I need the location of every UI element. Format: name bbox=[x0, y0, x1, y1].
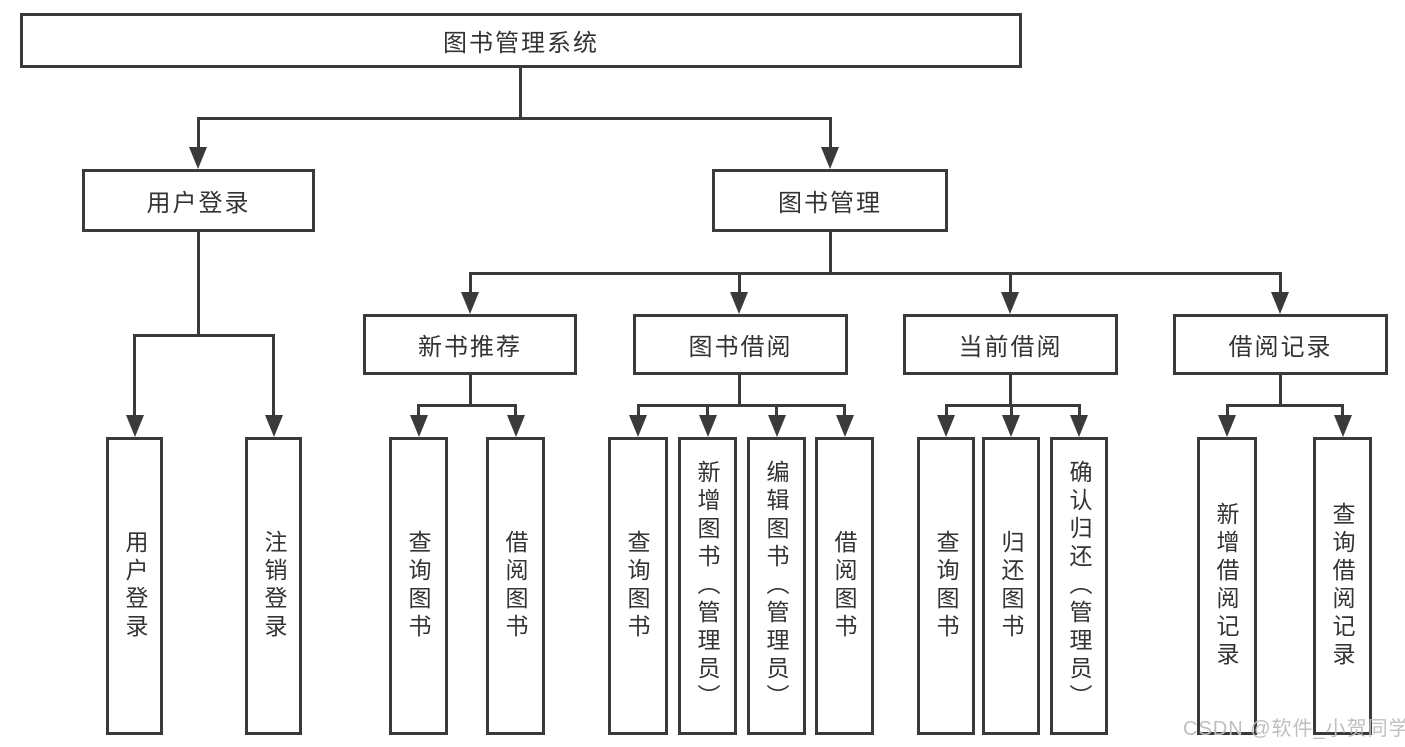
leaf-user-login: 用户登录 bbox=[106, 437, 163, 735]
node-label: 编辑图书（管理员） bbox=[763, 460, 789, 712]
connector-root-stem bbox=[519, 68, 522, 117]
arrowhead-down bbox=[1002, 415, 1020, 437]
connector-line bbox=[1279, 272, 1282, 297]
connector-line bbox=[829, 117, 832, 159]
node-label: 新增借阅记录 bbox=[1213, 502, 1239, 670]
node-label: 图书管理系统 bbox=[443, 30, 599, 57]
arrowhead-down bbox=[699, 415, 717, 437]
leaf-query-books-recommend: 查询图书 bbox=[389, 437, 448, 735]
leaf-logout: 注销登录 bbox=[245, 437, 302, 735]
leaf-confirm-return-admin: 确认归还（管理员） bbox=[1050, 437, 1108, 735]
connector-line bbox=[1226, 404, 1229, 418]
arrowhead-down bbox=[1271, 292, 1289, 314]
node-label: 确认归还（管理员） bbox=[1066, 460, 1092, 712]
connector-records-stem bbox=[1279, 375, 1282, 406]
connector-line bbox=[945, 404, 948, 418]
connector-book-mgmt-stem bbox=[829, 232, 832, 274]
arrowhead-down bbox=[1001, 292, 1019, 314]
node-borrow-records: 借阅记录 bbox=[1173, 314, 1388, 375]
arrowhead-down bbox=[265, 415, 283, 437]
arrowhead-down bbox=[461, 292, 479, 314]
node-book-management: 图书管理 bbox=[712, 169, 948, 232]
node-book-borrowing: 图书借阅 bbox=[633, 314, 848, 375]
node-label: 新增图书（管理员） bbox=[694, 460, 720, 712]
connector-current-stem bbox=[1009, 375, 1012, 406]
connector-recommend-split bbox=[417, 404, 517, 407]
connector-line bbox=[1341, 404, 1344, 418]
node-label: 查询图书 bbox=[624, 530, 650, 642]
arrowhead-down bbox=[1070, 415, 1088, 437]
leaf-return-books: 归还图书 bbox=[982, 437, 1040, 735]
leaf-add-borrow-record: 新增借阅记录 bbox=[1197, 437, 1257, 735]
leaf-borrow-books: 借阅图书 bbox=[815, 437, 874, 735]
node-current-borrowing: 当前借阅 bbox=[903, 314, 1118, 375]
node-label: 新书推荐 bbox=[418, 334, 522, 361]
arrowhead-down bbox=[937, 415, 955, 437]
node-label: 图书借阅 bbox=[688, 334, 793, 361]
node-label: 借阅图书 bbox=[502, 530, 528, 642]
node-label: 当前借阅 bbox=[958, 334, 1063, 361]
arrowhead-down bbox=[189, 147, 207, 169]
node-label: 查询图书 bbox=[933, 530, 959, 642]
arrowhead-down bbox=[410, 415, 428, 437]
connector-current-split bbox=[945, 404, 1081, 407]
node-label: 注销登录 bbox=[261, 530, 287, 642]
node-label: 借阅记录 bbox=[1228, 334, 1333, 361]
connector-line bbox=[469, 272, 472, 297]
arrowhead-down bbox=[836, 415, 854, 437]
connector-line bbox=[417, 404, 420, 418]
leaf-query-books-borrowing: 查询图书 bbox=[608, 437, 668, 735]
arrowhead-down bbox=[507, 415, 525, 437]
connector-line bbox=[775, 404, 778, 418]
connector-book-mgmt-split bbox=[469, 272, 1281, 275]
node-label: 归还图书 bbox=[998, 530, 1024, 642]
connector-borrowing-stem bbox=[738, 375, 741, 406]
connector-user-login-split bbox=[133, 334, 275, 337]
connector-root-split bbox=[197, 117, 831, 120]
node-label: 用户登录 bbox=[122, 530, 148, 642]
node-new-book-recommend: 新书推荐 bbox=[363, 314, 577, 375]
node-label: 借阅图书 bbox=[831, 530, 857, 642]
connector-borrowing-split bbox=[637, 404, 846, 407]
leaf-query-borrow-record: 查询借阅记录 bbox=[1313, 437, 1372, 735]
connector-records-split bbox=[1226, 404, 1344, 407]
arrowhead-down bbox=[126, 415, 144, 437]
arrowhead-down bbox=[730, 292, 748, 314]
node-label: 图书管理 bbox=[778, 190, 882, 217]
leaf-borrow-books-recommend: 借阅图书 bbox=[486, 437, 545, 735]
leaf-query-books-current: 查询图书 bbox=[917, 437, 975, 735]
node-label: 查询借阅记录 bbox=[1329, 502, 1355, 670]
arrowhead-down bbox=[629, 415, 647, 437]
leaf-edit-books-admin: 编辑图书（管理员） bbox=[747, 437, 806, 735]
arrowhead-down bbox=[768, 415, 786, 437]
connector-line bbox=[1010, 404, 1013, 418]
arrowhead-down bbox=[821, 147, 839, 169]
connector-line bbox=[706, 404, 709, 418]
connector-line bbox=[1009, 272, 1012, 297]
node-user-login: 用户登录 bbox=[82, 169, 315, 232]
connector-line bbox=[1078, 404, 1081, 418]
leaf-add-books-admin: 新增图书（管理员） bbox=[678, 437, 737, 735]
csdn-watermark: CSDN @软件_小贺同学 bbox=[1183, 718, 1405, 740]
node-library-management-system: 图书管理系统 bbox=[20, 13, 1022, 68]
node-label: 用户登录 bbox=[146, 190, 251, 217]
connector-user-login-stem bbox=[197, 232, 200, 336]
arrowhead-down bbox=[1334, 415, 1352, 437]
connector-line bbox=[637, 404, 640, 418]
connector-line bbox=[197, 117, 200, 159]
connector-line bbox=[272, 334, 275, 427]
connector-line bbox=[738, 272, 741, 297]
connector-line bbox=[843, 404, 846, 418]
connector-line bbox=[514, 404, 517, 418]
arrowhead-down bbox=[1218, 415, 1236, 437]
connector-line bbox=[133, 334, 136, 427]
node-label: 查询图书 bbox=[405, 530, 431, 642]
connector-recommend-stem bbox=[469, 375, 472, 406]
